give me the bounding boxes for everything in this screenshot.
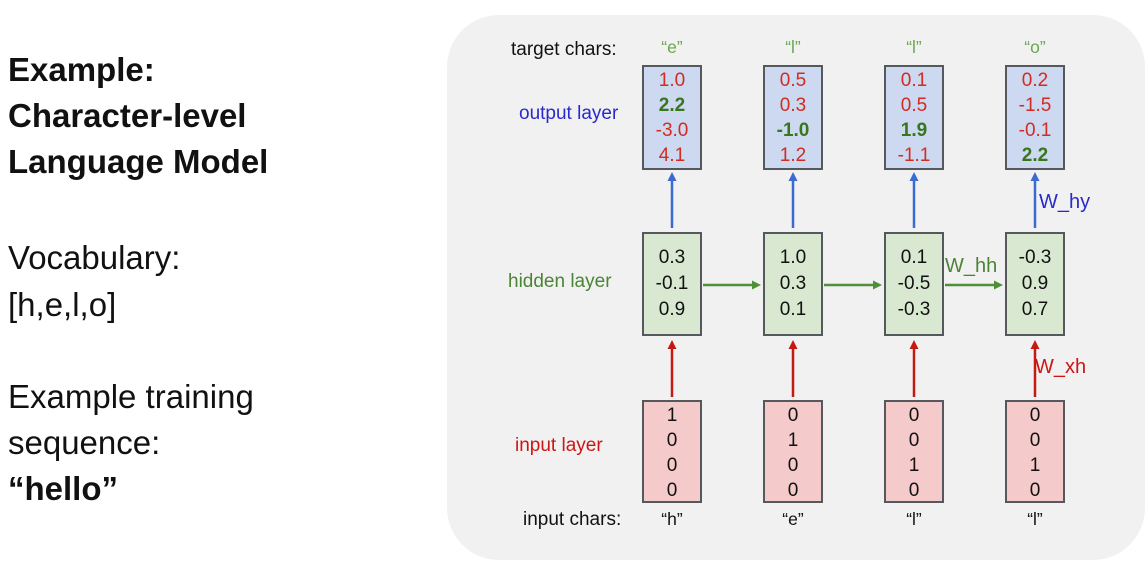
input-value: 0 [908, 430, 920, 451]
output-vector: 1.0 2.2 -3.0 4.1 [642, 65, 702, 170]
training-block: Example training sequence: “hello” [8, 374, 448, 512]
output-value: 2.2 [658, 95, 686, 116]
hidden-vector: -0.3 0.9 0.7 [1005, 232, 1065, 336]
training-sequence: “hello” [8, 470, 119, 507]
target-char: “o” [1024, 37, 1046, 57]
hidden-value: -0.5 [897, 273, 931, 294]
output-value: -1.0 [776, 120, 810, 141]
input-char: “l” [906, 509, 922, 529]
input-value: 1 [1029, 455, 1041, 476]
input-value: 0 [787, 455, 799, 476]
input-value: 0 [908, 405, 920, 426]
output-value: -1.5 [1018, 95, 1052, 116]
input-value: 1 [666, 405, 678, 426]
input-vector: 0 1 0 0 [763, 400, 823, 503]
training-line-1: Example training [8, 378, 254, 415]
target-char: “e” [661, 37, 683, 57]
hidden-value: 0.9 [1021, 273, 1049, 294]
input-value: 1 [787, 430, 799, 451]
hidden-layer-label: hidden layer [508, 271, 612, 292]
input-value: 1 [908, 455, 920, 476]
w-hy-label: W_hy [1039, 191, 1091, 213]
vocabulary-block: Vocabulary: [h,e,l,o] [8, 234, 448, 328]
input-value: 0 [1029, 405, 1041, 426]
output-value: 1.2 [779, 145, 807, 166]
target-char: “l” [785, 37, 801, 57]
output-value: 0.2 [1021, 70, 1049, 91]
output-value: 2.2 [1021, 145, 1049, 166]
input-value: 0 [908, 480, 920, 501]
w-hh-label: W_hh [945, 255, 998, 277]
hidden-value: -0.3 [1018, 247, 1052, 268]
input-value: 0 [787, 480, 799, 501]
hidden-vector: 0.3 -0.1 0.9 [642, 232, 702, 336]
input-value: 0 [1029, 480, 1041, 501]
hidden-value: 0.3 [658, 247, 686, 268]
hidden-vector: 1.0 0.3 0.1 [763, 232, 823, 336]
input-value: 0 [787, 405, 799, 426]
output-vector: 0.5 0.3 -1.0 1.2 [763, 65, 823, 170]
vocabulary-value: [h,e,l,o] [8, 286, 117, 323]
output-value: 0.3 [779, 95, 807, 116]
input-layer-label: input layer [515, 435, 603, 456]
output-value: -0.1 [1018, 120, 1052, 141]
input-char: “e” [782, 509, 804, 529]
hidden-vector: 0.1 -0.5 -0.3 [884, 232, 944, 336]
input-value: 0 [666, 455, 678, 476]
hidden-value: 1.0 [779, 247, 807, 268]
output-layer-label: output layer [519, 103, 619, 124]
input-value: 0 [666, 430, 678, 451]
output-value: 0.5 [779, 70, 807, 91]
input-value: 0 [666, 480, 678, 501]
output-value: 0.1 [900, 70, 928, 91]
output-value: -3.0 [655, 120, 689, 141]
output-value: 1.9 [900, 120, 928, 141]
input-vector: 0 0 1 0 [1005, 400, 1065, 503]
input-char: “h” [661, 509, 683, 529]
w-xh-label: W_xh [1035, 356, 1087, 378]
hidden-value: -0.3 [897, 299, 931, 320]
hidden-value: 0.3 [779, 273, 807, 294]
slide-title: Example: Character-level Language Model [8, 47, 448, 185]
output-value: -1.1 [897, 145, 931, 166]
training-line-2: sequence: [8, 424, 161, 461]
output-value: 0.5 [900, 95, 928, 116]
target-chars-label: target chars: [511, 39, 617, 60]
input-vector: 0 0 1 0 [884, 400, 944, 503]
input-value: 0 [1029, 430, 1041, 451]
output-vector: 0.1 0.5 1.9 -1.1 [884, 65, 944, 170]
vocabulary-label: Vocabulary: [8, 239, 181, 276]
hidden-value: 0.1 [900, 247, 928, 268]
title-line-1: Example: [8, 51, 155, 88]
hidden-value: 0.1 [779, 299, 807, 320]
hidden-value: 0.7 [1021, 299, 1049, 320]
target-char: “l” [906, 37, 922, 57]
output-vector: 0.2 -1.5 -0.1 2.2 [1005, 65, 1065, 170]
title-line-3: Language Model [8, 143, 269, 180]
rnn-diagram-panel: target chars: output layer hidden layer … [447, 15, 1145, 560]
output-value: 4.1 [658, 145, 686, 166]
input-vector: 1 0 0 0 [642, 400, 702, 503]
title-line-2: Character-level [8, 97, 247, 134]
input-char: “l” [1027, 509, 1043, 529]
hidden-value: 0.9 [658, 299, 686, 320]
hidden-value: -0.1 [655, 273, 689, 294]
input-chars-label: input chars: [523, 509, 622, 530]
output-value: 1.0 [658, 70, 686, 91]
